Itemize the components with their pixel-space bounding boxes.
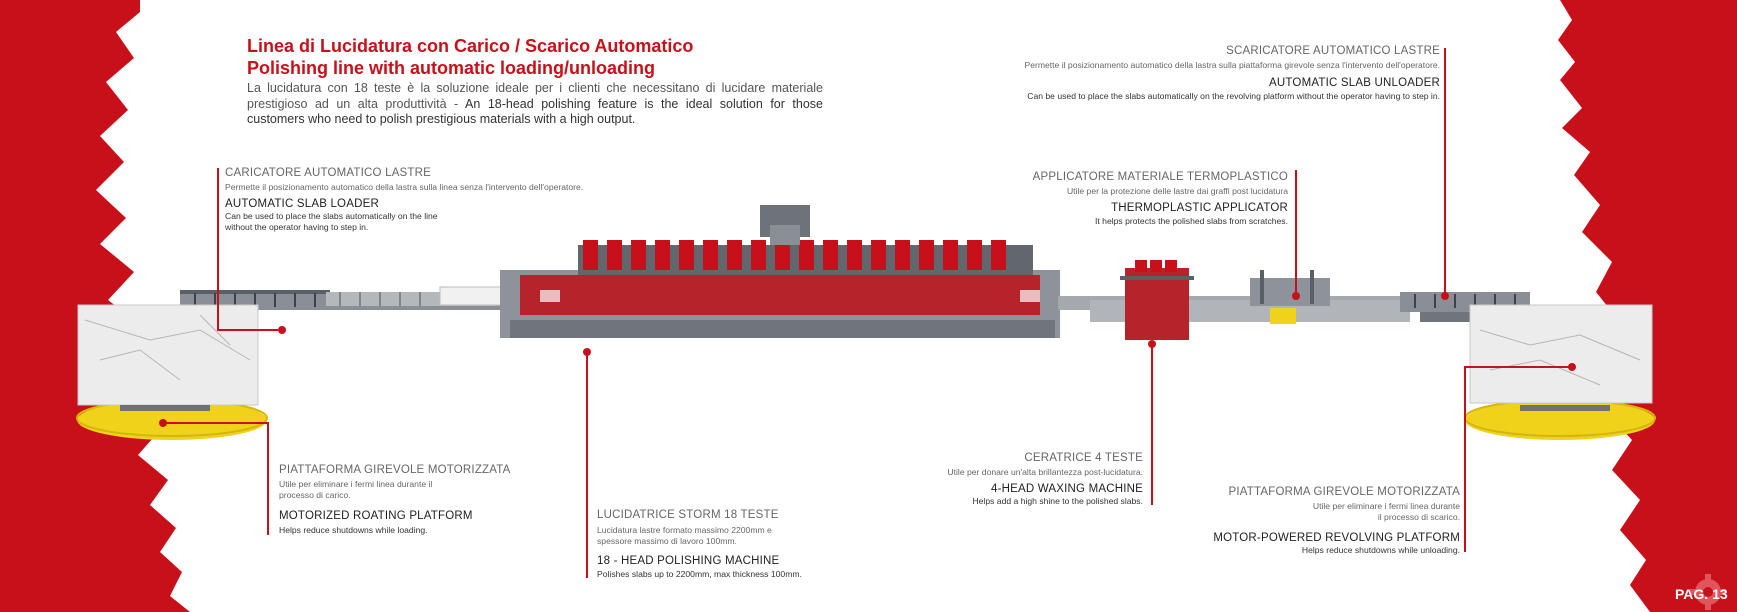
intro-italian: La lucidatura con 18 teste è la soluzion…	[247, 81, 823, 111]
waxing-en-desc: Helps add a high shine to the polished s…	[972, 496, 1143, 506]
intro-english: An 18-head polishing feature is the idea…	[247, 96, 823, 127]
loader-en-label: AUTOMATIC SLAB LOADER	[225, 198, 379, 210]
platform-right-it-desc-1: Utile per eliminare i fermi linea durant…	[1312, 501, 1460, 511]
right-revolving-platform	[1464, 304, 1656, 440]
polisher-en-desc: Polishes slabs up to 2200mm, max thickne…	[597, 569, 802, 579]
platform-right-it-desc-2: il processo di scarico.	[1377, 512, 1460, 522]
thermo-en-label: THERMOPLASTIC APPLICATOR	[1111, 202, 1288, 214]
intro-text: La lucidatura con 18 teste è la soluzion…	[247, 81, 823, 128]
unloader-it-desc: Permette il posizionamento automatico de…	[1024, 60, 1440, 70]
platform-right-en-desc: Helps reduce shutdowns while unloading.	[1301, 545, 1460, 555]
unloader-it-label: SCARICATORE AUTOMATICO LASTRE	[1226, 45, 1440, 57]
thermo-it-desc: Utile per la protezione delle lastre dai…	[1066, 186, 1288, 196]
unloader-en-label: AUTOMATIC SLAB UNLOADER	[1269, 77, 1440, 89]
polisher-en-label: 18 - HEAD POLISHING MACHINE	[597, 555, 780, 567]
gear-icon	[1690, 574, 1726, 610]
waxing-it-desc: Utile per donare un'alta brillantezza po…	[947, 467, 1143, 477]
platform-right-it-label: PIATTAFORMA GIREVOLE MOTORIZZATA	[1228, 486, 1460, 498]
loader-it-desc: Permette il posizionamento automatico de…	[225, 182, 584, 192]
polishing-machine	[500, 205, 1060, 338]
callout-dots	[159, 292, 1576, 427]
page-title: Linea di Lucidatura con Carico / Scarico…	[247, 36, 694, 56]
platform-left-it-desc-1: Utile per eliminare i fermi linea durant…	[279, 479, 433, 489]
loader-en-desc-2: without the operator having to step in.	[225, 222, 369, 232]
waxing-en-label: 4-HEAD WAXING MACHINE	[990, 483, 1143, 495]
platform-left-en-desc: Helps reduce shutdowns while loading.	[279, 525, 428, 535]
polisher-it-desc-1: Lucidatura lastre formato massimo 2200mm…	[597, 525, 772, 535]
platform-right-en-label: MOTOR-POWERED REVOLVING PLATFORM	[1213, 532, 1460, 544]
page-number: PAG. 13	[1675, 586, 1728, 602]
loader-en-desc-1: Can be used to place the slabs automatic…	[225, 211, 438, 221]
page-subtitle: Polishing line with automatic loading/un…	[247, 58, 655, 78]
unloader-en-desc: Can be used to place the slabs automatic…	[1027, 91, 1440, 101]
platform-left-en-label: MOTORIZED ROATING PLATFORM	[279, 510, 473, 522]
thermoplastic-applicator	[1250, 270, 1330, 324]
polisher-it-label: LUCIDATRICE STORM 18 TESTE	[597, 509, 779, 521]
platform-left-it-label: PIATTAFORMA GIREVOLE MOTORIZZATA	[279, 464, 511, 476]
waxing-it-label: CERATRICE 4 TESTE	[1024, 452, 1143, 464]
platform-left-it-desc-2: processo di carico.	[279, 490, 351, 500]
waxing-machine	[1058, 260, 1418, 340]
loader-it-label: CARICATORE AUTOMATICO LASTRE	[225, 167, 432, 179]
thermo-en-desc: It helps protects the polished slabs fro…	[1095, 216, 1288, 226]
callout-leader-lines	[163, 48, 1572, 578]
polisher-it-desc-2: spessore massimo di lavoro 100mm.	[597, 536, 737, 546]
thermo-it-label: APPLICATORE MATERIALE TERMOPLASTICO	[1032, 171, 1288, 183]
left-revolving-platform	[76, 304, 268, 440]
